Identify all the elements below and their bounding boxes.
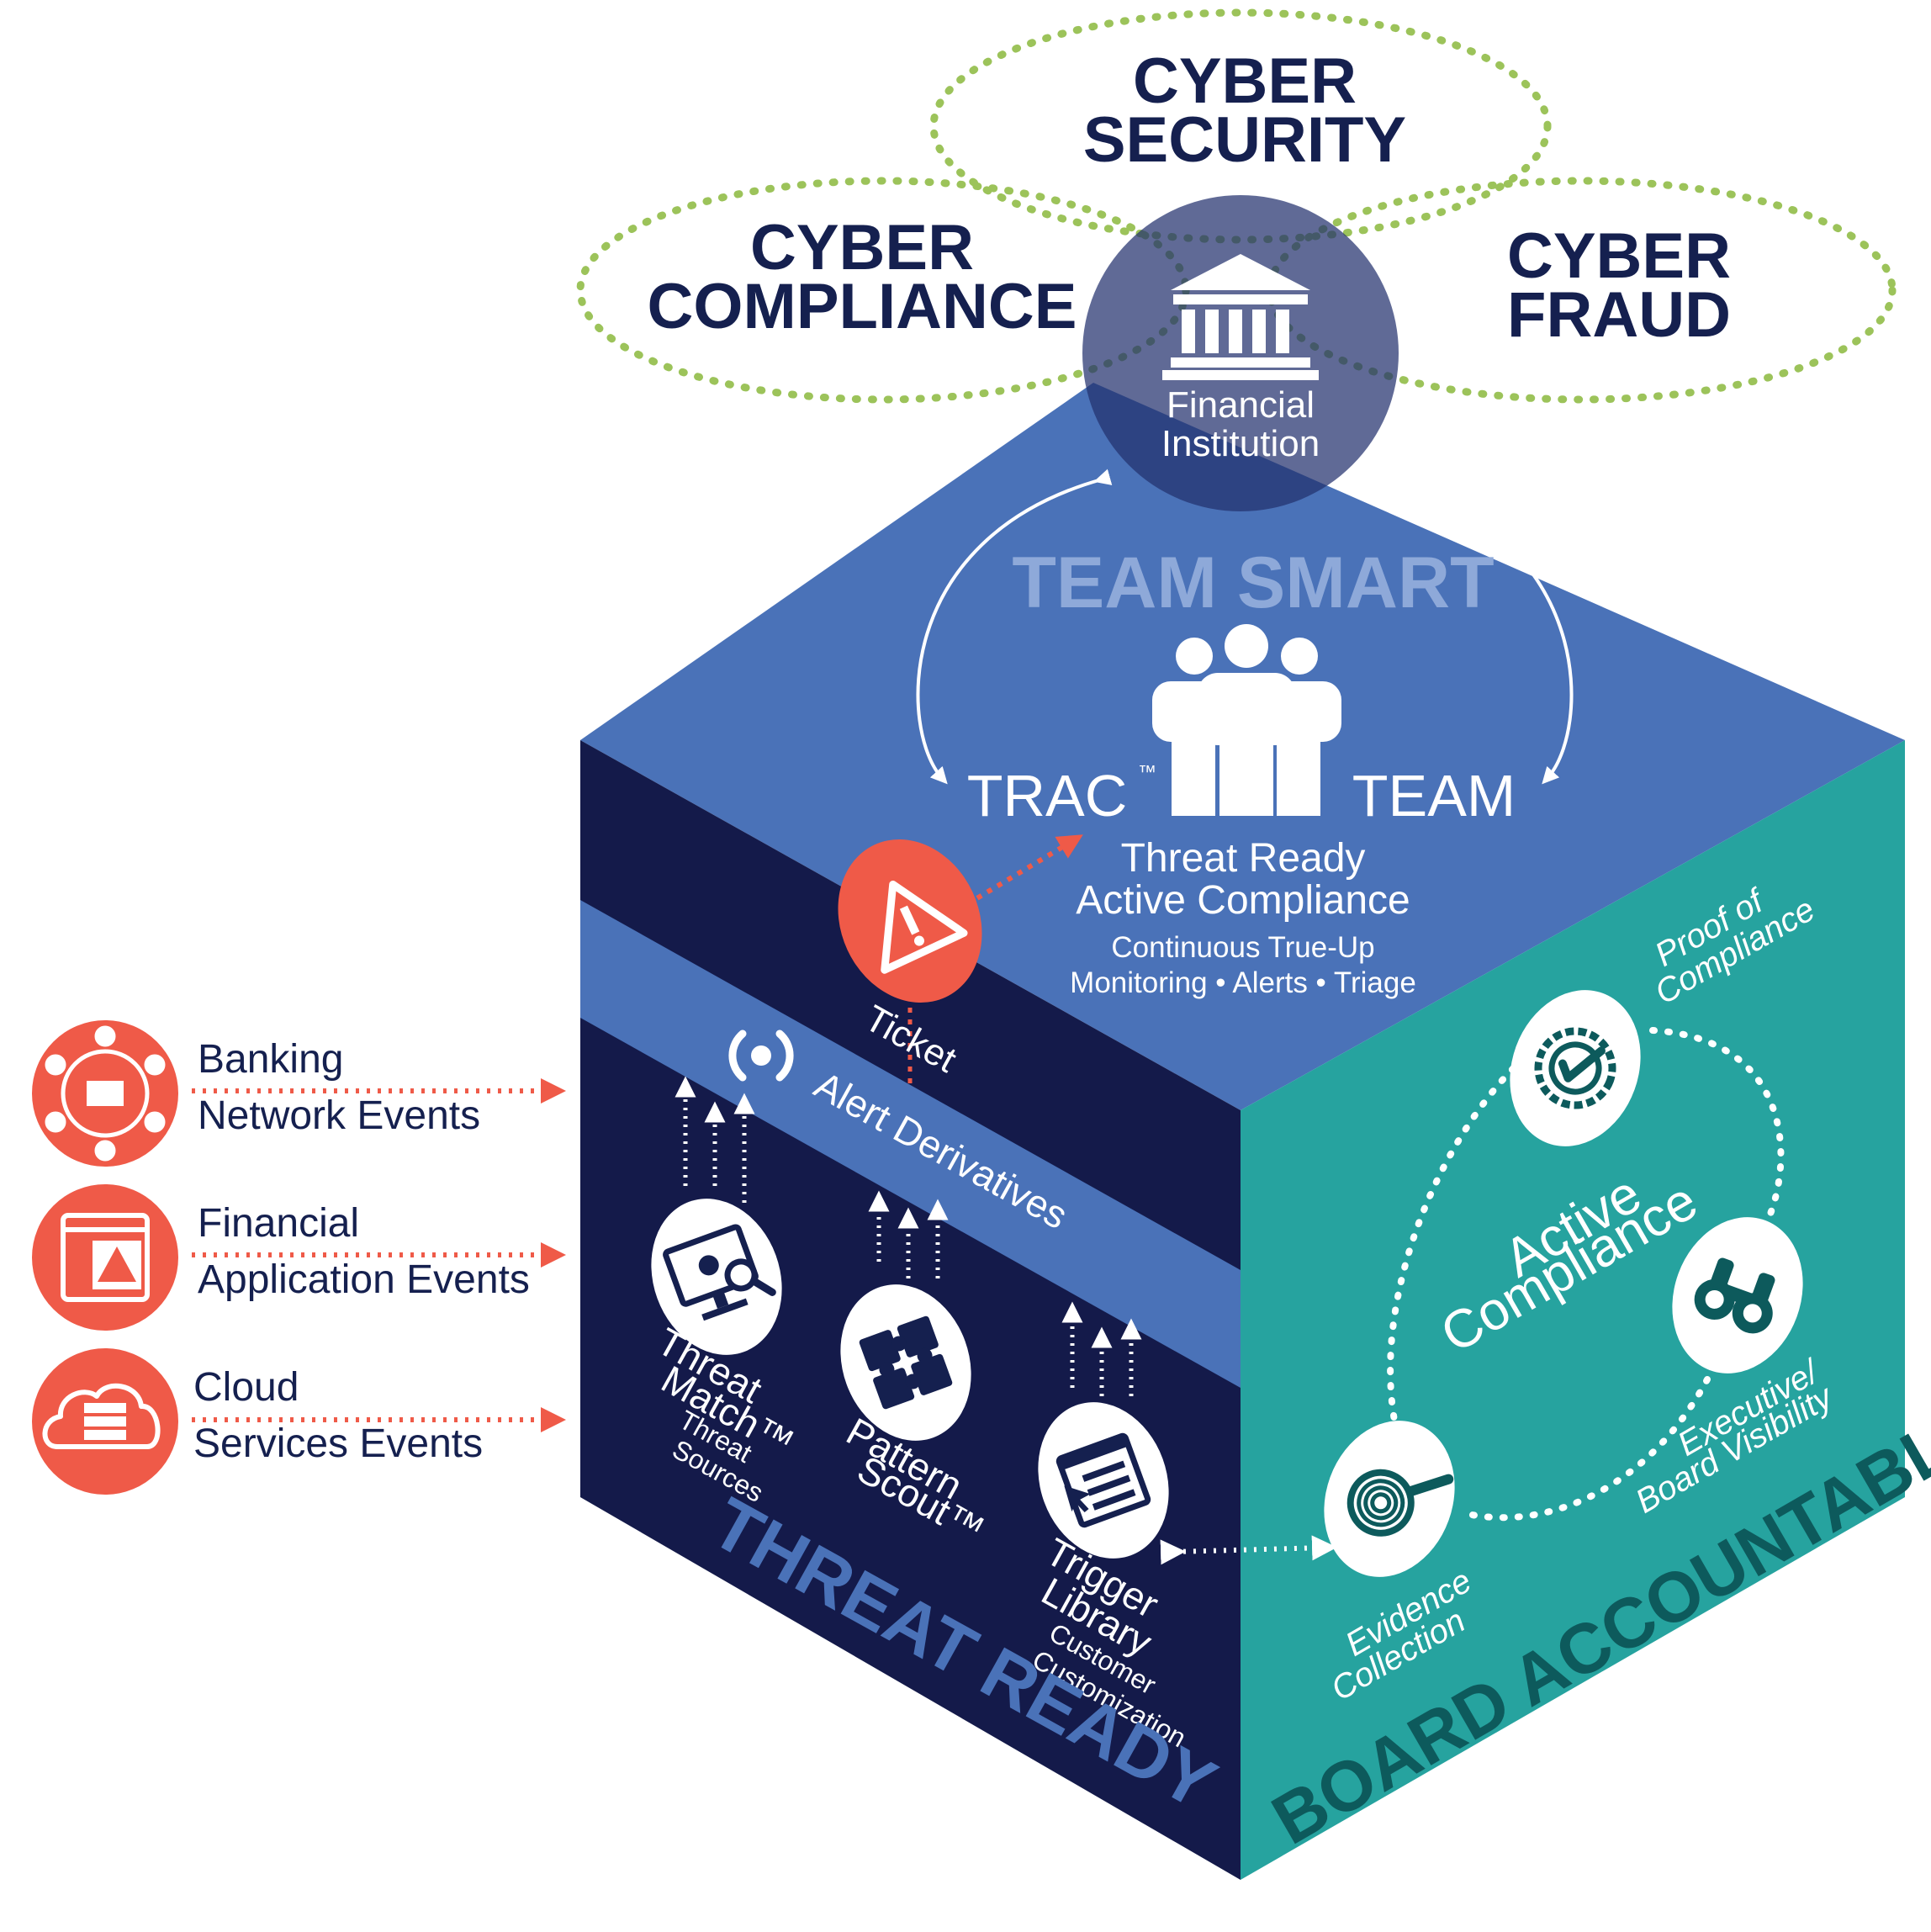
event-cloud-1: Cloud (193, 1365, 299, 1410)
trac-tm: ™ (1138, 761, 1156, 782)
trigger-library-badge (1038, 1402, 1169, 1559)
event-banking-1: Banking (198, 1037, 343, 1082)
proof-badge (1510, 990, 1641, 1146)
binoculars-icon (1694, 1257, 1775, 1334)
event-application-2: Application Events (198, 1257, 530, 1302)
evidence-badge (1324, 1421, 1455, 1577)
center-label-1: Financial (1167, 384, 1315, 426)
threat-match-badge (651, 1199, 782, 1355)
pattern-scout-badge (840, 1284, 971, 1441)
ticket-badge (838, 839, 982, 1003)
left-cycle-arrow (916, 468, 1113, 785)
heading-line1: Threat Ready (1121, 836, 1366, 881)
tool-arrows (675, 1076, 1142, 1396)
sub-line1: Continuous True-Up (1111, 931, 1374, 964)
security-line1: CYBER (1133, 45, 1357, 117)
trac-label: TRAC (967, 763, 1128, 828)
bank-icon (1162, 254, 1319, 380)
compliance-line1: CYBER (750, 212, 974, 283)
compliance-line2: COMPLIANCE (648, 271, 1077, 342)
team-smart-title: TEAM SMART (1012, 543, 1494, 623)
puzzle-icon (859, 1315, 953, 1410)
event-application (32, 1184, 566, 1331)
heading-line2: Active Compliance (1076, 878, 1410, 923)
browser-cursor-icon (1055, 1432, 1151, 1528)
monitor-virus-icon (663, 1224, 776, 1321)
app-warning-icon (61, 1213, 150, 1302)
event-banking-2: Network Events (198, 1093, 480, 1138)
security-line2: SECURITY (1083, 104, 1406, 176)
cloud-server-icon (42, 1383, 161, 1449)
fraud-line1: CYBER (1507, 220, 1731, 292)
alert-derivatives-band (580, 900, 1241, 1388)
visibility-badge (1672, 1217, 1803, 1374)
right-cycle-arrow (1377, 468, 1574, 785)
fraud-ellipse (1266, 177, 1897, 404)
fraud-line2: FRAUD (1507, 279, 1731, 351)
event-application-1: Financial (198, 1201, 359, 1246)
active-compliance-cycle (1387, 1027, 1785, 1522)
event-banking (32, 1020, 566, 1167)
event-cloud-2: Services Events (193, 1421, 483, 1466)
sub-line2: Monitoring • Alerts • Triage (1070, 966, 1416, 999)
event-cloud (32, 1348, 566, 1495)
badge-check-icon (1534, 1027, 1616, 1109)
warning-icon (881, 880, 968, 974)
team-label: TEAM (1352, 763, 1516, 828)
people-icon (1152, 624, 1341, 816)
signal-icon (728, 1030, 794, 1082)
center-label-2: Institution (1161, 423, 1320, 464)
fingerprint-icon (1346, 1469, 1454, 1537)
bank-network-icon (45, 1025, 166, 1162)
ticket-arrow (966, 834, 1083, 907)
cube-right-face (1241, 740, 1905, 1880)
